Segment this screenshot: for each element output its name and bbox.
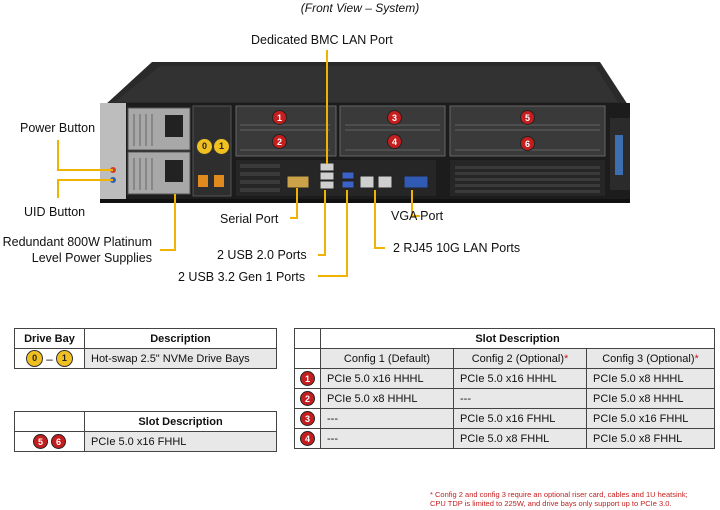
config-3-header: Config 3 (Optional)* — [586, 348, 715, 369]
slot-2-config-2: --- — [453, 388, 587, 409]
table-row: 1 PCIe 5.0 x16 HHHL PCIe 5.0 x16 HHHL PC… — [294, 368, 715, 389]
drive-badge-0: 0 — [196, 138, 213, 155]
drive-table-badges: 0–1 — [14, 348, 85, 369]
rj45-port-2 — [377, 175, 393, 189]
psu1-socket — [165, 115, 183, 137]
drive-table-description: Hot-swap 2.5" NVMe Drive Bays — [84, 348, 277, 369]
slot-badge-4: 4 — [387, 134, 402, 149]
drive-table-badge-1: 1 — [55, 350, 73, 367]
psu2-socket — [165, 160, 183, 182]
label-bmc-lan: Dedicated BMC LAN Port — [251, 33, 393, 47]
left-rack-ear — [100, 103, 126, 199]
slot-2-config-3: PCIe 5.0 x8 HHHL — [586, 388, 715, 409]
usb2-port-1 — [319, 171, 335, 181]
footnote-line-1: * Config 2 and config 3 require an optio… — [430, 490, 688, 499]
footnote-line-2: CPU TDP is limited to 225W, and drive ba… — [430, 499, 672, 508]
drive-table-header-description: Description — [84, 328, 277, 349]
slot-table-large-blank — [294, 328, 321, 349]
slot-2-config-1: PCIe 5.0 x8 HHHL — [320, 388, 454, 409]
drive-badge-1: 1 — [213, 138, 230, 155]
label-power-supplies-line2: Level Power Supplies — [31, 251, 152, 265]
usb3-port-2 — [341, 180, 355, 189]
drive-table-badge-0: 0 — [26, 350, 44, 367]
config-3-asterisk: * — [694, 352, 699, 365]
label-serial-port: Serial Port — [220, 212, 279, 226]
slot-1-config-1: PCIe 5.0 x16 HHHL — [320, 368, 454, 389]
slot-4-config-2: PCIe 5.0 x8 FHHL — [453, 428, 587, 449]
rj45-port-1 — [359, 175, 375, 189]
table-row: 3 --- PCIe 5.0 x16 FHHL PCIe 5.0 x16 FHH… — [294, 408, 715, 429]
slot-row-badge-2: 2 — [300, 391, 315, 406]
slot-table-small-badge-5: 5 — [32, 434, 48, 449]
slot-row-badge-3: 3 — [300, 411, 315, 426]
drive-table-header-bay: Drive Bay — [14, 328, 85, 349]
serial-port — [286, 175, 310, 189]
table-row: 2 PCIe 5.0 x8 HHHL --- PCIe 5.0 x8 HHHL — [294, 388, 715, 409]
label-power-button: Power Button — [20, 121, 96, 135]
slot-table-large-sub-blank — [294, 348, 321, 369]
label-rj45: 2 RJ45 10G LAN Ports — [393, 241, 521, 255]
label-usb3: 2 USB 3.2 Gen 1 Ports — [178, 270, 306, 284]
slot-row-badge-4: 4 — [300, 431, 315, 446]
figure-title: (Front View – System) — [300, 1, 420, 15]
slot-1-config-2: PCIe 5.0 x16 HHHL — [453, 368, 587, 389]
slot-table-small-badges: 5 6 — [14, 431, 85, 452]
slot-3-config-1: --- — [320, 408, 454, 429]
vga-port — [403, 175, 429, 189]
slot-table-small-header: Slot Description — [84, 411, 277, 432]
usb3-port-1 — [341, 171, 355, 180]
slot-3-config-2: PCIe 5.0 x16 FHHL — [453, 408, 587, 429]
drive-bay-table: Drive Bay Description 0–1 Hot-swap 2.5" … — [14, 328, 277, 369]
label-vga: VGA Port — [391, 209, 444, 223]
usb2-port-2 — [319, 180, 335, 190]
label-power-supplies-line1: Redundant 800W Platinum — [2, 235, 152, 249]
slot-table-large: Slot Description Config 1 (Default) Conf… — [294, 328, 715, 449]
label-uid-button: UID Button — [24, 205, 86, 219]
config-1-label: Config 1 (Default) — [343, 352, 431, 365]
slot-row-badge-1: 1 — [300, 371, 315, 386]
slot-3-config-3: PCIe 5.0 x16 FHHL — [586, 408, 715, 429]
slot-table-small-badge-6: 6 — [51, 434, 67, 449]
config-3-label: Config 3 (Optional) — [602, 352, 695, 365]
slot-1-config-3: PCIe 5.0 x8 HHHL — [586, 368, 715, 389]
drive-bay-1-latch — [214, 175, 224, 187]
drive-table-dash: – — [46, 351, 53, 366]
slot-4-config-3: PCIe 5.0 x8 FHHL — [586, 428, 715, 449]
config-2-header: Config 2 (Optional)* — [453, 348, 587, 369]
slot-table-small: Slot Description 5 6 PCIe 5.0 x16 FHHL — [14, 411, 277, 452]
slot-table-small-description: PCIe 5.0 x16 FHHL — [84, 431, 277, 452]
bmc-lan-port — [319, 162, 335, 172]
table-row: 4 --- PCIe 5.0 x8 FHHL PCIe 5.0 x8 FHHL — [294, 428, 715, 449]
slot-table-small-blank — [14, 411, 85, 432]
slot-badge-1: 1 — [272, 110, 287, 125]
label-usb2: 2 USB 2.0 Ports — [217, 248, 307, 262]
slot-table-large-header: Slot Description — [320, 328, 715, 349]
drive-bay-0-latch — [198, 175, 208, 187]
footnote: * Config 2 and config 3 require an optio… — [430, 490, 715, 508]
callout-lines — [57, 50, 420, 277]
config-2-label: Config 2 (Optional) — [471, 352, 565, 365]
config-1-header: Config 1 (Default) — [320, 348, 454, 369]
slot-4-config-1: --- — [320, 428, 454, 449]
config-2-asterisk: * — [564, 352, 569, 365]
slot-badge-2: 2 — [272, 134, 287, 149]
slot-badge-5: 5 — [520, 110, 535, 125]
slot-badge-6: 6 — [520, 136, 535, 151]
slot-badge-3: 3 — [387, 110, 402, 125]
right-ear-label — [615, 135, 623, 175]
